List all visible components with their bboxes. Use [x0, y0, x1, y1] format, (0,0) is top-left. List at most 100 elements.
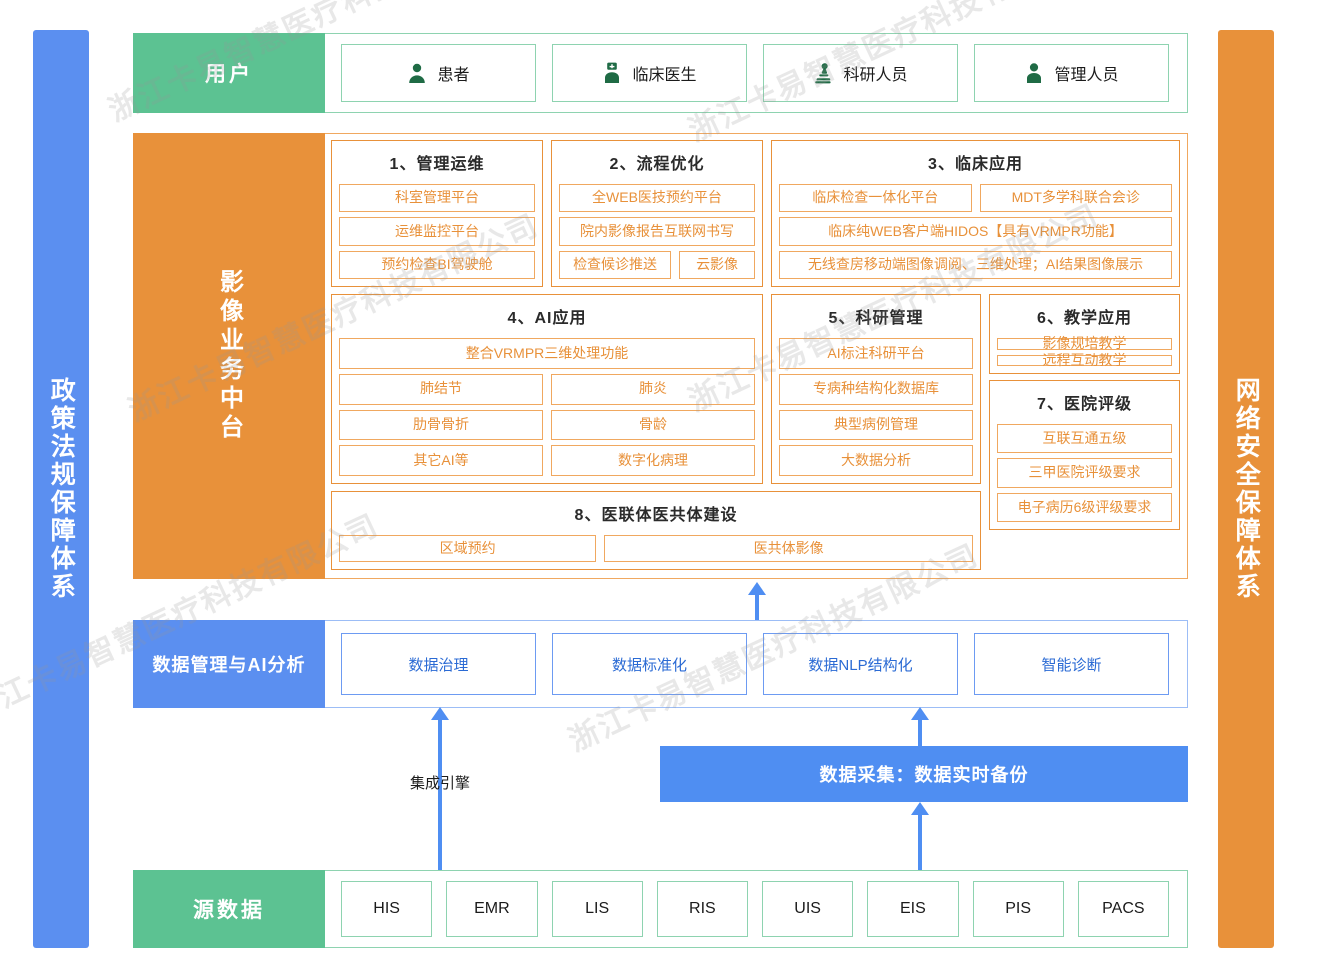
panel-cell[interactable]: 检查候诊推送 [559, 250, 672, 279]
source-chip-eis[interactable]: EIS [867, 881, 959, 937]
panel-cell[interactable]: AI标注科研平台 [779, 338, 973, 369]
panel-row: 典型病例管理 [779, 409, 973, 441]
source-chip-uis[interactable]: UIS [762, 881, 854, 937]
patient-icon [407, 62, 427, 84]
panel-row: 肺结节 肺炎 [339, 373, 755, 405]
panel-row: 无线查房移动端图像调阅、三维处理；AI结果图像展示 [779, 250, 1172, 279]
panel-row: 大数据分析 [779, 445, 973, 476]
panel-research-management: 5、科研管理 AI标注科研平台 专病种结构化数据库 典型病例管理 大数据分析 [771, 294, 981, 484]
admin-icon [1024, 62, 1044, 84]
data-chip-standardization[interactable]: 数据标准化 [552, 633, 747, 695]
data-management-item-list: 数据治理 数据标准化 数据NLP结构化 智能诊断 [325, 620, 1188, 708]
panel-clinical-application: 3、临床应用 临床检查一体化平台 MDT多学科联合会诊 临床纯WEB客户端HID… [771, 140, 1180, 287]
data-chip-nlp-structuring[interactable]: 数据NLP结构化 [763, 633, 958, 695]
panel-cell[interactable]: 临床纯WEB客户端HIDOS【具有VRMPR功能】 [779, 217, 1172, 246]
panel-cell[interactable]: 骨龄 [551, 409, 755, 441]
source-chip-ris[interactable]: RIS [656, 881, 748, 937]
source-chip-pacs[interactable]: PACS [1077, 881, 1169, 937]
users-row: 用户 患者 临床医生 科研人员 [133, 33, 1188, 113]
panel-cell[interactable]: 肺炎 [551, 373, 755, 405]
user-chip-administrator[interactable]: 管理人员 [974, 44, 1169, 102]
connector-arrow-alliance [748, 582, 766, 595]
source-data-label: 源数据 [133, 870, 325, 948]
panel-cell[interactable]: 科室管理平台 [339, 184, 535, 213]
panel-cell[interactable]: 电子病历6级评级要求 [997, 492, 1172, 522]
data-collection-box[interactable]: 数据采集：数据实时备份 [660, 746, 1188, 802]
panel-cell[interactable]: 临床检查一体化平台 [779, 184, 972, 213]
data-management-label: 数据管理与AI分析 [133, 620, 325, 708]
connector-arrow-collect-upper [911, 707, 929, 720]
panel-cell[interactable]: 区域预约 [339, 535, 597, 562]
pillar-left-label: 政策法规保障体系 [47, 377, 76, 601]
panel-row: 临床检查一体化平台 MDT多学科联合会诊 [779, 184, 1172, 213]
panel-cell[interactable]: 影像规培教学 [997, 336, 1172, 350]
panel-cell[interactable]: 大数据分析 [779, 445, 973, 476]
panel-title: 1、管理运维 [389, 156, 485, 173]
panel-row: 检查候诊推送 云影像 [559, 250, 755, 279]
data-chip-smart-diagnosis[interactable]: 智能诊断 [974, 633, 1169, 695]
connector-arrow-integration-engine [431, 707, 449, 720]
doctor-icon [602, 62, 622, 84]
user-chip-patient[interactable]: 患者 [341, 44, 536, 102]
source-chip-pis[interactable]: PIS [972, 881, 1064, 937]
imaging-platform-row: 影像业务中台 1、管理运维 科室管理平台 运维监控平台 预约检查BI驾驶舱 2、… [133, 133, 1188, 579]
panel-row: 院内影像报告互联网书写 [559, 217, 755, 246]
panel-cell[interactable]: 肋骨骨折 [339, 409, 543, 441]
user-chip-label: 患者 [437, 67, 470, 84]
panel-management-ops: 1、管理运维 科室管理平台 运维监控平台 预约检查BI驾驶舱 [331, 140, 543, 287]
panel-cell[interactable]: 云影像 [679, 250, 755, 279]
panel-row: 全WEB医技预约平台 [559, 184, 755, 213]
data-management-row: 数据管理与AI分析 数据治理 数据标准化 数据NLP结构化 智能诊断 [133, 620, 1188, 708]
panel-row: AI标注科研平台 [779, 338, 973, 369]
panel-hospital-rating: 7、医院评级 互联互通五级 三甲医院评级要求 电子病历6级评级要求 [989, 380, 1180, 530]
user-chip-clinician[interactable]: 临床医生 [552, 44, 747, 102]
microscope-icon [813, 62, 833, 84]
panel-row: 预约检查BI驾驶舱 [339, 250, 535, 279]
user-chip-label: 管理人员 [1054, 67, 1119, 84]
panel-cell[interactable]: 整合VRMPR三维处理功能 [339, 338, 755, 369]
panel-teaching-application: 6、教学应用 影像规培教学 远程互动教学 [989, 294, 1180, 374]
panel-cell[interactable]: MDT多学科联合会诊 [979, 184, 1172, 213]
imaging-platform-panels: 1、管理运维 科室管理平台 运维监控平台 预约检查BI驾驶舱 2、流程优化 全W… [325, 133, 1188, 579]
panel-medical-alliance: 8、医联体医共体建设 区域预约 医共体影像 [331, 491, 981, 570]
imaging-platform-label: 影像业务中台 [133, 133, 325, 579]
user-chip-label: 科研人员 [843, 67, 908, 84]
source-data-item-list: HIS EMR LIS RIS UIS EIS PIS PACS [325, 870, 1188, 948]
panel-cell[interactable]: 无线查房移动端图像调阅、三维处理；AI结果图像展示 [779, 250, 1172, 279]
pillar-network-security: 网络安全保障体系 [1218, 30, 1274, 948]
panel-process-optimization: 2、流程优化 全WEB医技预约平台 院内影像报告互联网书写 检查候诊推送 云影像 [551, 140, 763, 287]
panel-cell[interactable]: 三甲医院评级要求 [997, 458, 1172, 488]
panel-cell[interactable]: 运维监控平台 [339, 217, 535, 246]
connector-line-collect-lower [918, 814, 922, 870]
panel-row: 影像规培教学 [997, 336, 1172, 350]
panel-title: 3、临床应用 [928, 156, 1023, 173]
panel-cell[interactable]: 预约检查BI驾驶舱 [339, 250, 535, 279]
panel-row: 电子病历6级评级要求 [997, 492, 1172, 522]
panel-row: 专病种结构化数据库 [779, 373, 973, 405]
panel-cell[interactable]: 专病种结构化数据库 [779, 373, 973, 405]
panel-cell[interactable]: 院内影像报告互联网书写 [559, 217, 755, 246]
connector-arrow-collect-lower [911, 802, 929, 815]
panel-title: 6、教学应用 [1037, 310, 1132, 327]
panel-cell[interactable]: 互联互通五级 [997, 424, 1172, 454]
source-chip-emr[interactable]: EMR [446, 881, 538, 937]
panel-cell[interactable]: 医共体影像 [604, 535, 973, 562]
panel-cell[interactable]: 全WEB医技预约平台 [559, 184, 755, 213]
panel-cell[interactable]: 肺结节 [339, 373, 543, 405]
panel-cell[interactable]: 典型病例管理 [779, 409, 973, 441]
panel-row: 肋骨骨折 骨龄 [339, 409, 755, 441]
panel-row: 区域预约 医共体影像 [339, 535, 973, 562]
source-chip-lis[interactable]: LIS [551, 881, 643, 937]
connector-line-integration-engine [438, 719, 442, 870]
panel-row: 运维监控平台 [339, 217, 535, 246]
panel-cell[interactable]: 其它AI等 [339, 445, 543, 476]
connector-line-collect-upper [918, 719, 922, 746]
source-chip-his[interactable]: HIS [341, 881, 433, 937]
pillar-right-label: 网络安全保障体系 [1232, 377, 1261, 601]
data-chip-governance[interactable]: 数据治理 [341, 633, 536, 695]
panel-cell[interactable]: 数字化病理 [551, 445, 755, 476]
panel-cell[interactable]: 远程互动教学 [997, 352, 1172, 367]
user-chip-researcher[interactable]: 科研人员 [763, 44, 958, 102]
panel-row: 临床纯WEB客户端HIDOS【具有VRMPR功能】 [779, 217, 1172, 246]
